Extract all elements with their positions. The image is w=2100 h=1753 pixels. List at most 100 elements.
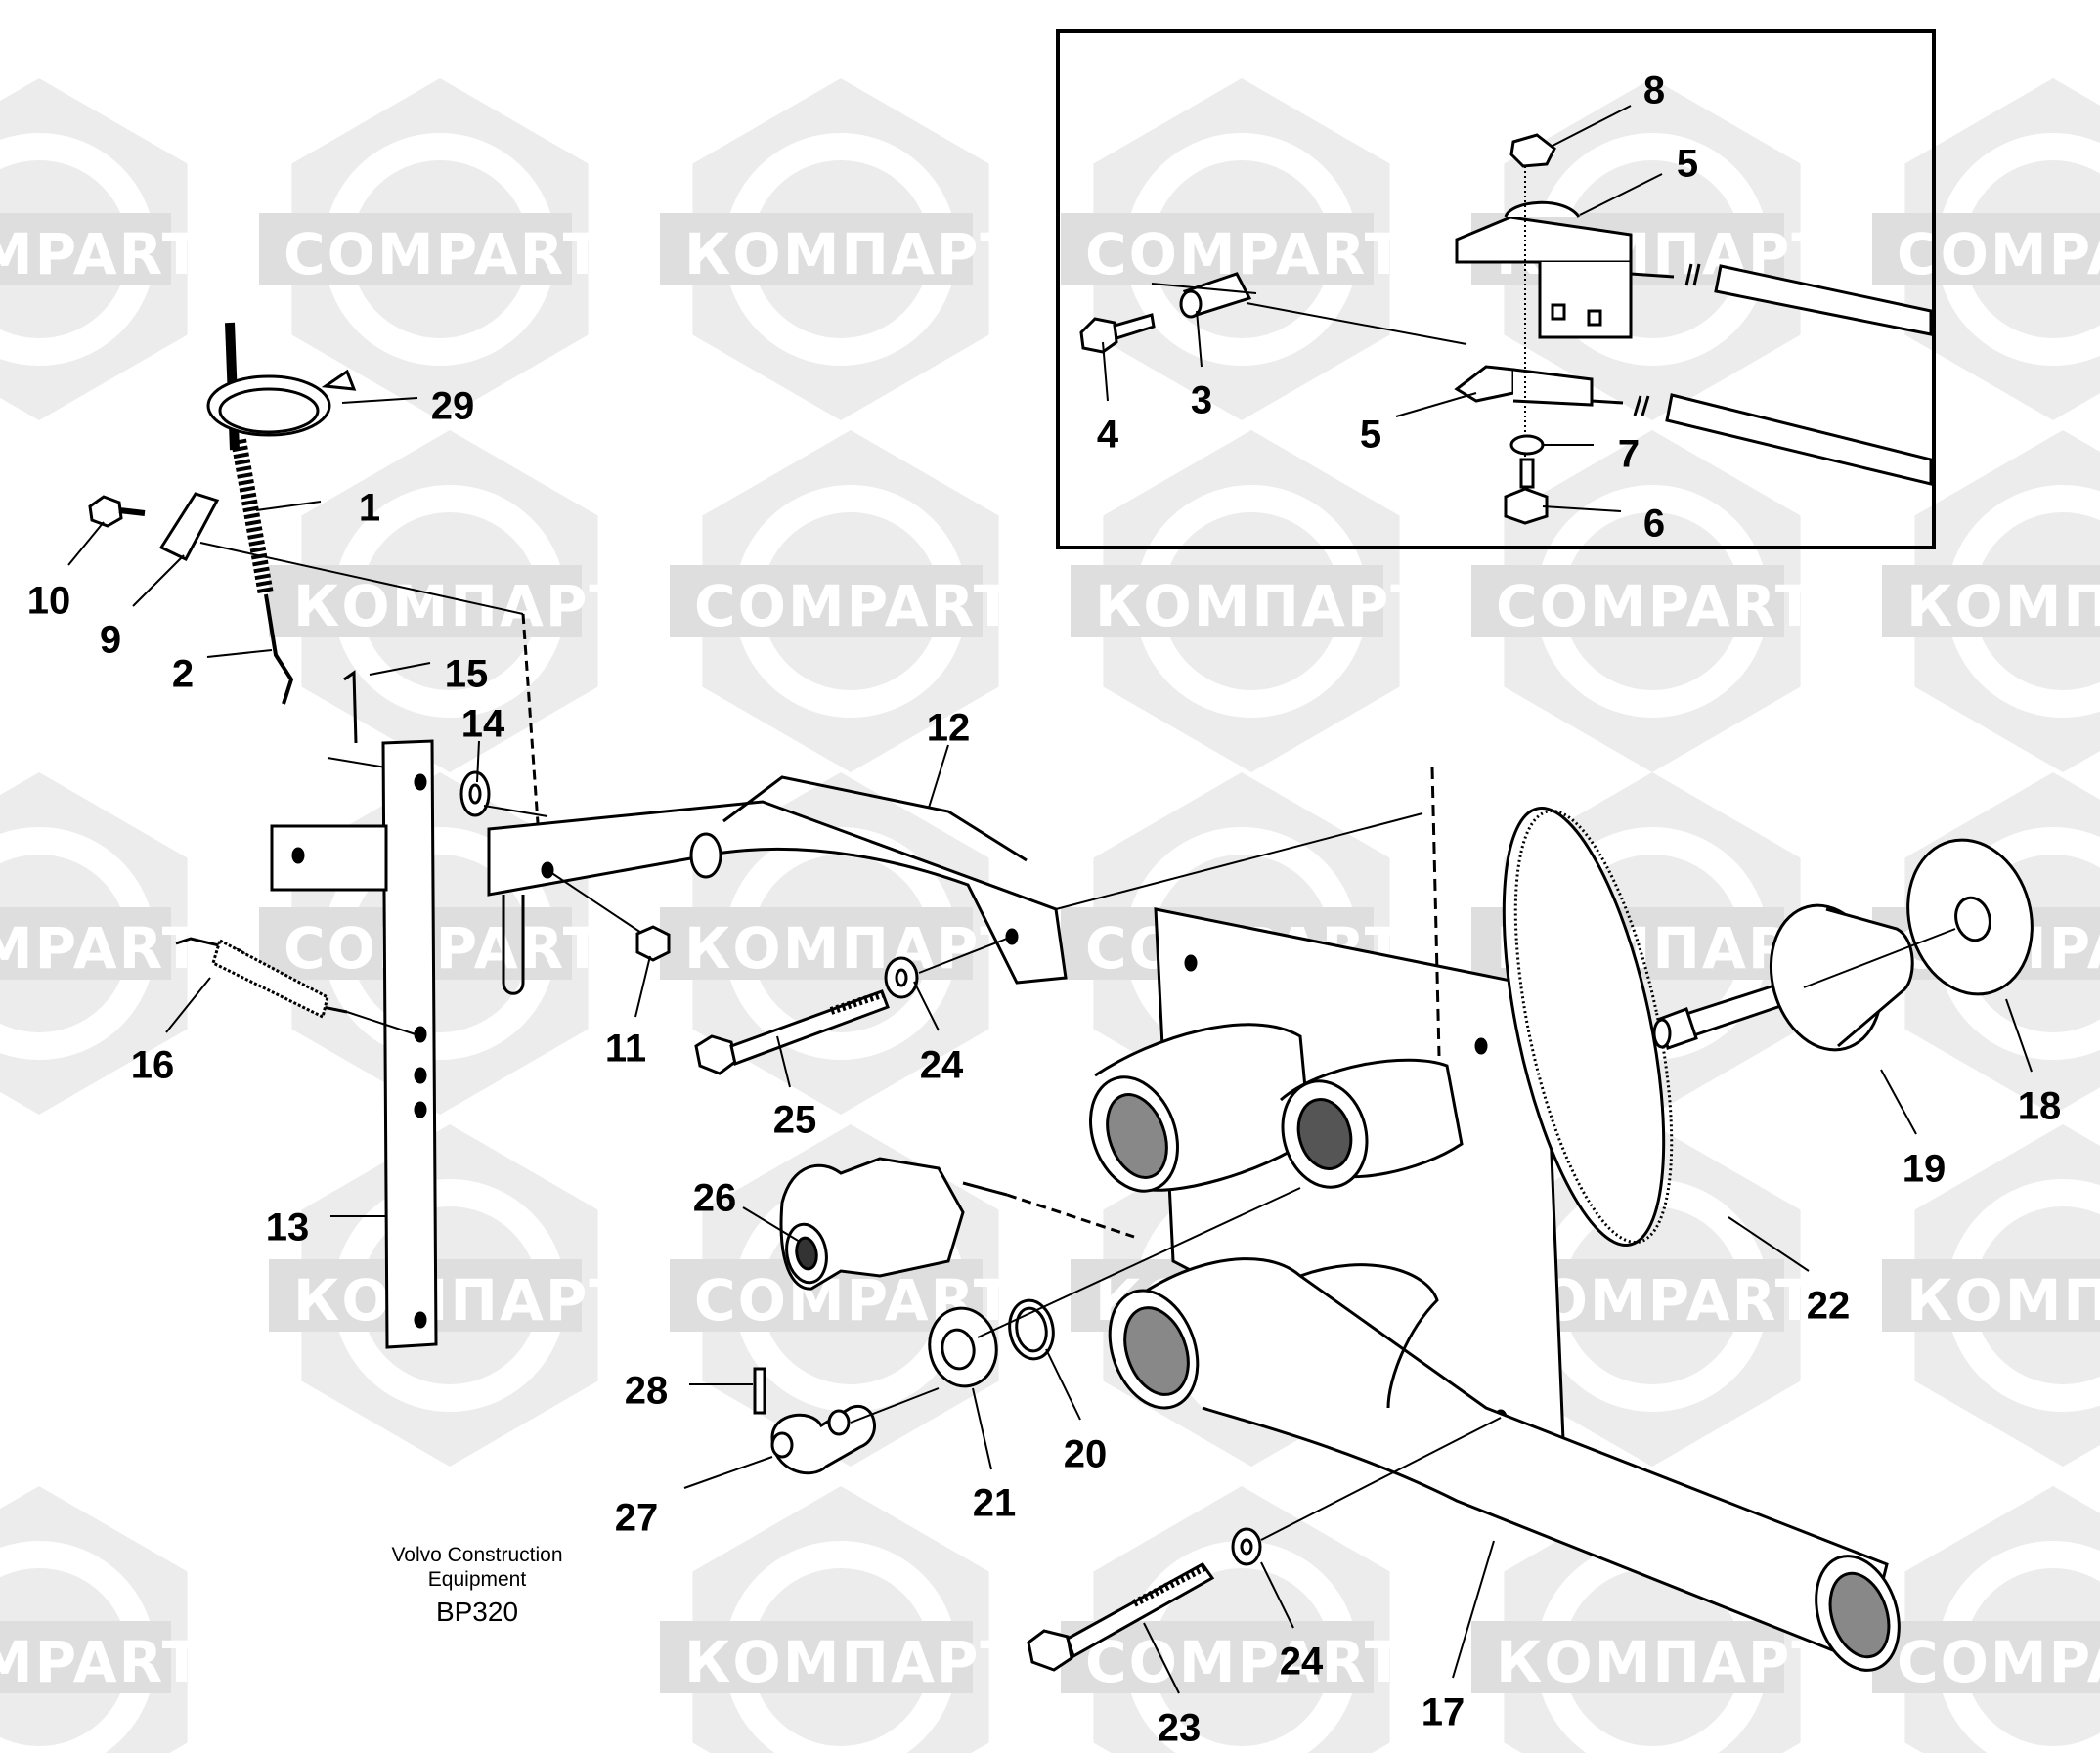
caption-line1: Volvo Construction <box>391 1544 563 1566</box>
part-number-17: 17 <box>1422 1691 1466 1734</box>
caption-line2: Equipment <box>427 1568 527 1591</box>
part-number-13: 13 <box>266 1206 310 1249</box>
part-number-11: 11 <box>605 1028 646 1071</box>
watermark-tile: КОМПАРТ <box>269 430 630 772</box>
leader-line <box>1045 1348 1081 1421</box>
part-number-24: 24 <box>1280 1641 1324 1684</box>
leader-line <box>1102 341 1109 402</box>
valve-assembly <box>753 767 2034 1672</box>
leader-line <box>1728 1216 1810 1272</box>
watermark-tile: COMPART <box>1872 78 2100 420</box>
watermark-text: COMPART <box>1897 1629 2100 1695</box>
caption: Volvo Construction Equipment BP320 <box>344 1543 610 1631</box>
leader-line <box>1452 1540 1495 1679</box>
watermark-tile: COMPART <box>1872 1486 2100 1753</box>
part-number-19: 19 <box>1903 1148 1947 1191</box>
watermark-tile: КОМПАРТ <box>660 772 1021 1115</box>
leader-line <box>132 554 185 607</box>
leader-line <box>1196 310 1203 368</box>
watermark-text: КОМПАРТ <box>1496 1629 1832 1695</box>
leader-line <box>1395 392 1477 417</box>
part-number-3: 3 <box>1191 379 1212 422</box>
leader-line <box>776 1035 791 1088</box>
part-number-10: 10 <box>27 580 71 623</box>
part-number-16: 16 <box>131 1044 175 1087</box>
leader-line <box>1550 105 1632 148</box>
part-number-6: 6 <box>1643 503 1665 546</box>
watermark-text: КОМПАРТ <box>684 1629 1021 1695</box>
watermark-tile: COMPART <box>1061 78 1405 420</box>
part-number-22: 22 <box>1807 1285 1851 1328</box>
part-number-8: 8 <box>1643 69 1665 112</box>
leader-line <box>1260 1561 1294 1629</box>
part-number-14: 14 <box>461 703 505 746</box>
part-number-29: 29 <box>431 385 475 428</box>
part-number-23: 23 <box>1158 1707 1202 1750</box>
part-number-25: 25 <box>773 1099 817 1142</box>
leader-line <box>913 981 940 1031</box>
watermark-text: COMPART <box>1085 1629 1405 1695</box>
leader-line <box>1542 505 1622 512</box>
inset-bracket-assembly <box>1079 133 1933 525</box>
part-number-5: 5 <box>1360 414 1381 457</box>
watermark-tile: КОМПАРТ <box>660 78 1021 420</box>
watermark-text: COMPART <box>0 915 202 982</box>
part-number-7: 7 <box>1618 433 1640 476</box>
watermark-text: COMPART <box>694 573 1014 639</box>
watermark-tile: COMPART <box>259 78 603 420</box>
watermark-text: COMPART <box>1496 573 1816 639</box>
part-number-24: 24 <box>920 1044 964 1087</box>
part-number-12: 12 <box>927 707 971 750</box>
leader-line <box>972 1387 992 1470</box>
watermark-tile: COMPART <box>0 78 200 420</box>
watermark-tile: COMPART <box>1471 430 1816 772</box>
watermark-text: КОМПАРТ <box>684 221 1021 287</box>
callout-layer: 1234556789101112131415161718192021222324… <box>27 69 2062 1750</box>
leader-line <box>67 521 105 566</box>
watermark-text: КОМПАРТ <box>293 1267 630 1334</box>
watermark-tile: COMPART <box>0 1486 202 1753</box>
watermark-tile: КОМПАРТ <box>660 1486 1021 1753</box>
leader-line <box>1143 1622 1180 1694</box>
watermark-text: КОМПАРТ <box>1906 573 2100 639</box>
leader-line <box>742 1206 801 1243</box>
watermark-text: COMPART <box>0 1629 202 1695</box>
watermark-tile: COMPART <box>670 430 1014 772</box>
leader-line <box>683 1456 773 1489</box>
watermark-text: COMPART <box>284 915 603 982</box>
leader-line <box>206 649 273 658</box>
part-number-1: 1 <box>359 487 380 530</box>
inset-frame <box>1056 29 1936 549</box>
part-number-2: 2 <box>172 653 194 696</box>
part-number-4: 4 <box>1097 414 1119 457</box>
part-number-18: 18 <box>2018 1085 2062 1128</box>
leader-line <box>2005 998 2033 1073</box>
watermark-text: КОМПАРТ <box>684 915 1021 982</box>
watermark-text: COMPART <box>1085 221 1405 287</box>
leader-line <box>255 501 322 511</box>
lever-linkage <box>88 322 1068 1349</box>
drawing-code: BP320 <box>435 1597 519 1627</box>
watermark-text: КОМПАРТ <box>293 573 630 639</box>
part-number-5: 5 <box>1677 143 1698 186</box>
watermark-tile: КОМПАРТ <box>1071 430 1431 772</box>
watermark-tile: КОМПАРТ <box>1882 1124 2100 1467</box>
leader-line <box>928 744 949 809</box>
part-number-9: 9 <box>100 619 121 662</box>
leader-line <box>634 955 651 1018</box>
watermark-text: КОМПАРТ <box>1906 1267 2100 1334</box>
watermark-text: COMPART <box>284 221 603 287</box>
leader-line <box>369 662 431 676</box>
watermark-tile: КОМПАРТ <box>1882 430 2100 772</box>
watermark-tile: COMPART <box>0 772 202 1115</box>
leader-line <box>476 740 480 783</box>
part-number-20: 20 <box>1064 1433 1108 1476</box>
part-number-15: 15 <box>445 653 489 696</box>
part-number-26: 26 <box>693 1177 737 1220</box>
watermark-text: КОМПАРТ <box>1095 573 1431 639</box>
leader-line <box>1579 173 1663 216</box>
part-number-21: 21 <box>973 1482 1017 1525</box>
part-number-27: 27 <box>615 1497 659 1540</box>
watermark-text: COMPART <box>1897 221 2100 287</box>
